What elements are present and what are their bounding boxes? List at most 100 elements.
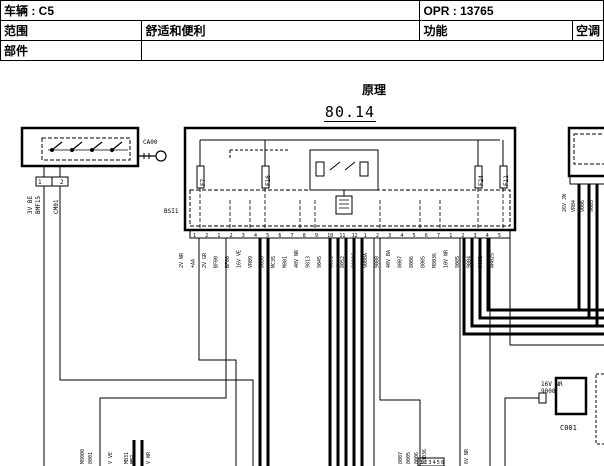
bsi-wire-label-3: BF00 xyxy=(214,256,220,268)
bottom-wire-label-1: 8001 xyxy=(88,452,94,464)
bsi-pin-11: 10 xyxy=(327,233,333,239)
fuse-f16-label: F16 xyxy=(265,175,272,186)
right-wire-label-0: 26V JN xyxy=(562,194,568,212)
right-wire-label-1: VR04 xyxy=(571,200,577,212)
bsi-wire-label-8: MC35 xyxy=(271,256,277,268)
fuse-f7-label: F7 xyxy=(200,178,207,186)
bsi-wire-label-9: M801 xyxy=(283,256,289,268)
bsi-wire-label-18: 40V BA xyxy=(386,250,392,268)
fuse-f24-label: F24 xyxy=(478,175,485,186)
bottom-pin-3: 4 xyxy=(433,460,436,466)
bsi-pin-13: 12 xyxy=(352,233,358,239)
diagram-ref: 80.14 xyxy=(0,103,604,122)
bsi-pin-15: 2 xyxy=(376,233,379,239)
ca00-wire-c: CM01 xyxy=(53,199,60,214)
part-value xyxy=(141,40,604,61)
diagram-title: 原理 xyxy=(361,83,386,97)
bottom-wire-label-0: M8000 xyxy=(80,449,86,464)
c001-wire-a: 16V NR xyxy=(541,381,563,388)
bsi-wire-label-4: BF00 xyxy=(225,256,231,268)
c001-label: C001 xyxy=(560,424,577,432)
c001-box xyxy=(554,376,588,416)
part-label: 部件 xyxy=(0,40,143,61)
ca00-inner xyxy=(41,137,131,161)
bottom-wire-label-4: MB2 xyxy=(130,455,136,464)
bsi-wire-label-0: 2V NR xyxy=(179,252,185,268)
bsi1-label: BSI1 xyxy=(164,208,179,215)
bsi-pin-18: 5 xyxy=(413,233,416,239)
bsi-chip xyxy=(335,195,353,215)
bsi-wire-label-2: 2V GR xyxy=(202,252,208,268)
ca00-label: CA00 xyxy=(143,139,158,146)
bottom-wire-label-8: 8006 xyxy=(414,452,420,464)
bsi-pin-7: 6 xyxy=(278,233,281,239)
bsi-pin-21: 1 xyxy=(449,233,452,239)
bottom-pin-5: 6 xyxy=(441,460,444,466)
bottom-wire-label-7: 8005 xyxy=(406,452,412,464)
diagram-ref-number: 80.14 xyxy=(323,103,377,122)
bsi-wire-label-13: 8051 xyxy=(329,256,335,268)
bsi-pin-24: 4 xyxy=(486,233,489,239)
bsi-pin-6: 5 xyxy=(266,233,269,239)
bsi-wire-label-11: 9813 xyxy=(306,256,312,268)
bsi-pin-8: 7 xyxy=(291,233,294,239)
bsi-wire-label-15: 9000C xyxy=(352,253,358,268)
bsi-wire-label-16: 9000A xyxy=(363,253,369,268)
bsi-wire-label-19: 8007 xyxy=(398,256,404,268)
bsi1-box xyxy=(183,126,517,232)
bsi-wire-label-27: AR025 xyxy=(490,253,496,268)
bsi-wire-label-20: 8006 xyxy=(409,256,415,268)
bottom-wire-label-9: M8036 xyxy=(422,449,428,464)
bsi-pin-17: 4 xyxy=(400,233,403,239)
bsi-wire-label-25: 9004 xyxy=(467,256,473,268)
ca00-pin-1: 1 xyxy=(38,179,42,186)
right-wire-label-2: 9006 xyxy=(580,200,586,212)
function-label: 功能 xyxy=(419,20,573,41)
bsi-pin-10: 9 xyxy=(315,233,318,239)
bsi-wire-label-1: +AA xyxy=(191,259,197,268)
right-wire-label-3: 9005 xyxy=(589,200,595,212)
bsi-pin-9: 8 xyxy=(303,233,306,239)
bsi-pin-12: 11 xyxy=(339,233,345,239)
fuse-f11-label: F11 xyxy=(503,175,510,186)
bsi-wire-label-26: 9001 xyxy=(478,256,484,268)
bsi-pin-1: 2 xyxy=(205,233,208,239)
bsi-wire-label-24: 9005 xyxy=(455,256,461,268)
bsi-pin-2: 1 xyxy=(217,233,220,239)
bsi-pin-22: 2 xyxy=(461,233,464,239)
ca00-wire-a: 3V BE xyxy=(27,196,34,214)
ca00-wire-b: BMF15 xyxy=(35,196,42,214)
bsi-pin-16: 3 xyxy=(388,233,391,239)
bsi-wire-label-14: 8052 xyxy=(340,256,346,268)
function-value: 空调 xyxy=(571,20,604,41)
bsi-wire-label-23: 10V NR xyxy=(444,249,450,268)
bsi-wire-label-22: M8036 xyxy=(432,253,438,268)
bsi-wire-label-21: 8005 xyxy=(421,256,427,268)
bsi-wire-label-6: VR09 xyxy=(248,256,254,268)
bottom-pin-4: 5 xyxy=(437,460,440,466)
bsi-pin-strip xyxy=(189,229,511,239)
bsi-wire-label-12: 9045 xyxy=(317,256,323,268)
c001-wire-b: 9008 xyxy=(541,388,556,395)
bsi-pin-5: 4 xyxy=(254,233,257,239)
bottom-pin-1: 2 xyxy=(424,460,427,466)
bsi-pin-3: 2 xyxy=(230,233,233,239)
bsi-pin-14: 1 xyxy=(364,233,367,239)
bottom-wire-label-10: 6V NR xyxy=(464,448,470,464)
bottom-wire-label-3: MB31 xyxy=(124,452,130,464)
bsi-pin-20: 7 xyxy=(437,233,440,239)
bsi-pin-4: 3 xyxy=(242,233,245,239)
key-icon xyxy=(155,150,167,162)
bsi-pin-19: 6 xyxy=(425,233,428,239)
bsi-wire-label-17: 9008 xyxy=(375,256,381,268)
ca00-box xyxy=(20,126,140,168)
bottom-pin-2: 3 xyxy=(428,460,431,466)
bsi-wire-label-5: 16V VE xyxy=(237,250,243,268)
bottom-wire-label-5: V NR xyxy=(146,451,152,464)
bsi-wire-label-10: 40V NR xyxy=(294,249,300,268)
ca00-pin-2: 2 xyxy=(60,179,64,186)
bsi-pin-25: 5 xyxy=(498,233,501,239)
header-table: 车辆 : C5 OPR : 13765 范围 舒适和便利 功能 空调 部件 xyxy=(0,0,604,61)
bottom-pin-0: 1 xyxy=(420,460,423,466)
